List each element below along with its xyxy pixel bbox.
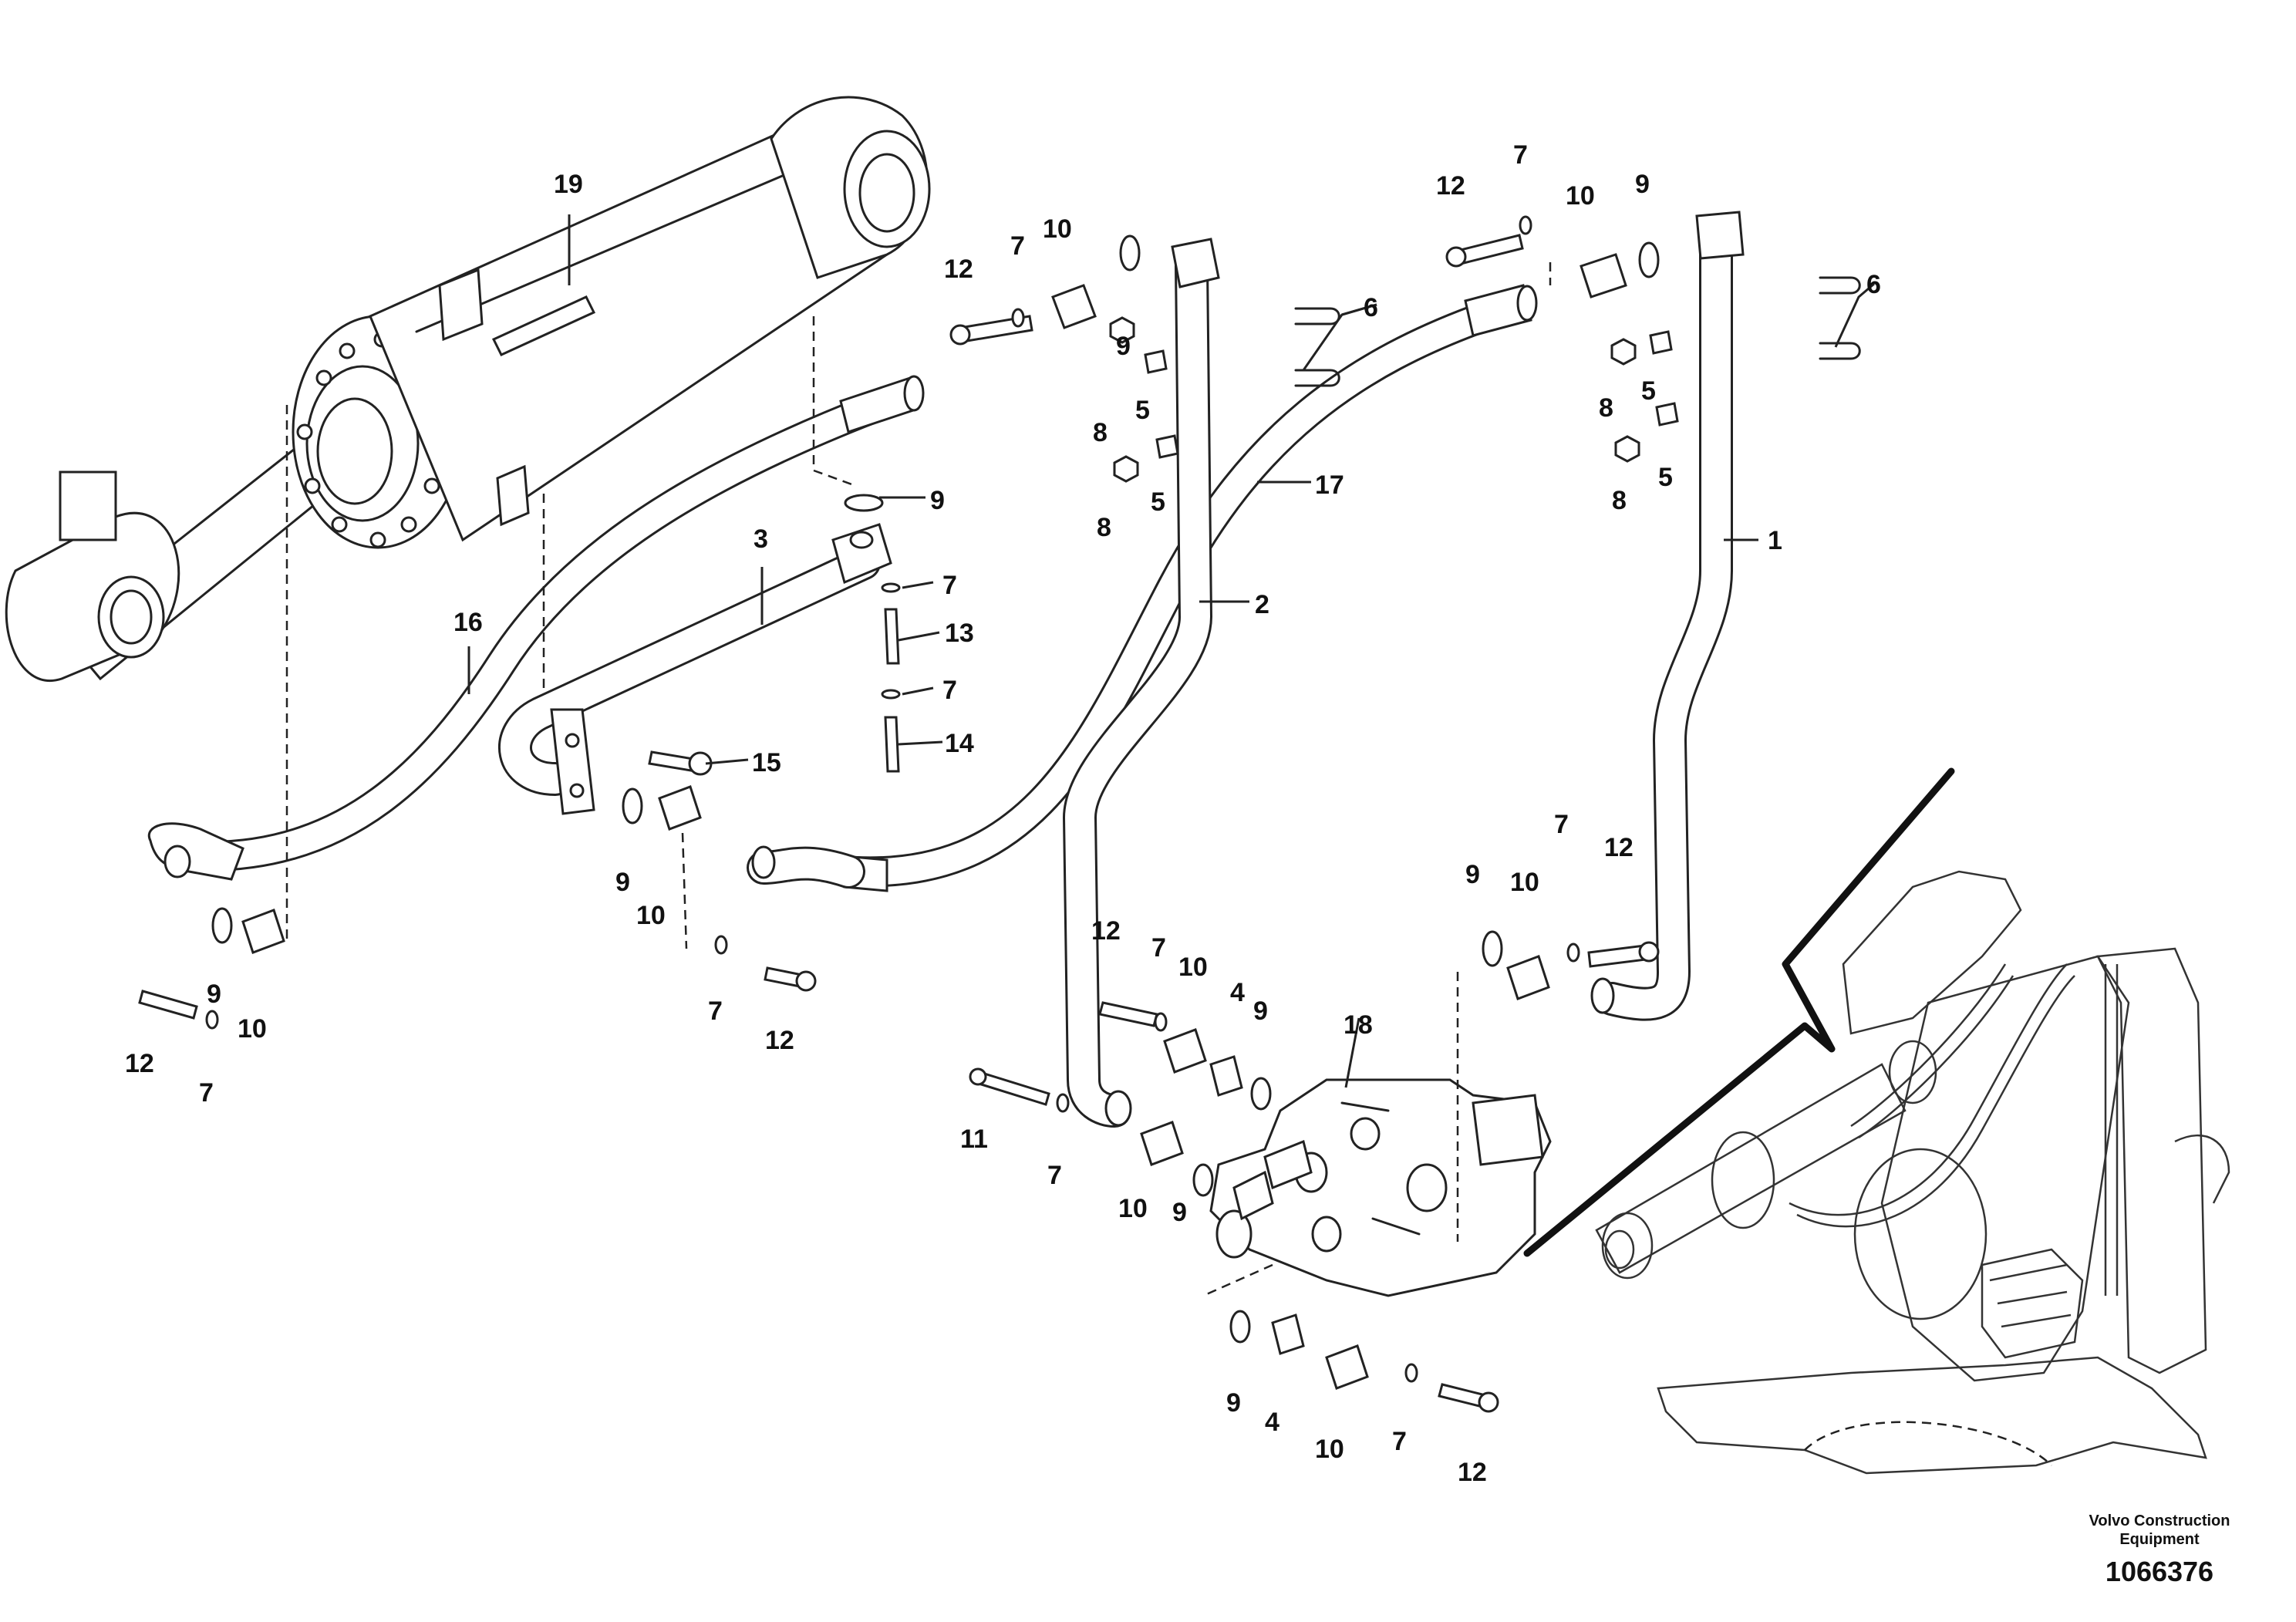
callout-7: 7 [1554, 810, 1569, 839]
callout-9: 9 [1635, 170, 1650, 199]
callout-17: 17 [1315, 470, 1344, 500]
callout-8: 8 [1093, 418, 1108, 447]
callout-9: 9 [1253, 996, 1268, 1026]
callout-4: 4 [1265, 1408, 1279, 1437]
callout-12: 12 [1458, 1458, 1487, 1487]
callout-7: 7 [1513, 140, 1528, 170]
callout-8: 8 [1612, 486, 1627, 515]
callout-9: 9 [930, 486, 945, 515]
callout-12: 12 [1436, 171, 1465, 201]
callout-14: 14 [945, 729, 974, 758]
hardware [138, 215, 1861, 1413]
drawing-number: 1066376 [2106, 1556, 2213, 1587]
callout-7: 7 [1010, 231, 1025, 261]
callout-10: 10 [636, 901, 666, 930]
callout-5: 5 [1135, 396, 1150, 425]
callout-2: 2 [1255, 590, 1269, 619]
locator-inset [1523, 767, 2230, 1475]
callout-8: 8 [1599, 393, 1613, 423]
valve-block-18 [1209, 1078, 1552, 1297]
callout-12: 12 [765, 1026, 794, 1055]
callout-10: 10 [1178, 953, 1208, 982]
callout-7: 7 [942, 571, 957, 600]
callout-13: 13 [945, 619, 974, 648]
callout-10: 10 [1566, 181, 1595, 211]
callout-9: 9 [615, 868, 630, 897]
assembly-lines [285, 262, 1552, 1297]
callout-9: 9 [1226, 1388, 1241, 1418]
callout-12: 12 [1091, 916, 1121, 946]
callout-10: 10 [1118, 1194, 1148, 1223]
callout-1: 1 [1768, 526, 1782, 555]
callout-11: 11 [960, 1125, 988, 1154]
callout-5: 5 [1641, 376, 1656, 406]
callout-6: 6 [1364, 293, 1378, 322]
manufacturer-line1: Volvo Construction [2089, 1512, 2230, 1529]
callout-9: 9 [1116, 332, 1131, 361]
tube-1 [1590, 211, 1745, 1021]
leader-lines [467, 214, 1875, 1088]
hydraulic-cylinder-19 [5, 96, 931, 682]
hose-16 [147, 375, 925, 881]
callout-10: 10 [1315, 1435, 1344, 1464]
callout-7: 7 [942, 676, 957, 705]
callout-12: 12 [944, 255, 973, 284]
callout-19: 19 [554, 170, 583, 199]
callout-15: 15 [752, 748, 781, 777]
callout-10: 10 [1043, 214, 1072, 244]
callout-7: 7 [1047, 1161, 1062, 1190]
callout-9: 9 [1465, 860, 1480, 889]
callout-10: 10 [1510, 868, 1539, 897]
callout-10: 10 [238, 1014, 267, 1044]
callout-8: 8 [1097, 513, 1111, 542]
callout-16: 16 [453, 608, 483, 637]
tube-2 [1063, 238, 1220, 1128]
callout-3: 3 [754, 524, 768, 554]
callout-labels: 19 16 3 9 7 13 7 14 15 9 10 7 12 9 10 12… [125, 140, 1881, 1487]
callout-5: 5 [1658, 463, 1673, 492]
callout-4: 4 [1230, 978, 1245, 1007]
tube-3 [498, 523, 892, 815]
callout-12: 12 [1604, 833, 1633, 862]
callout-12: 12 [125, 1049, 154, 1078]
callout-18: 18 [1344, 1010, 1373, 1040]
callout-9: 9 [1172, 1198, 1187, 1227]
callout-7: 7 [708, 996, 723, 1026]
callout-6: 6 [1866, 270, 1881, 299]
callout-7: 7 [1392, 1427, 1407, 1456]
callout-7: 7 [1151, 933, 1166, 963]
footer: Volvo Construction Equipment 1066376 [2089, 1512, 2230, 1587]
hose-17 [747, 284, 1538, 892]
callout-7: 7 [199, 1078, 214, 1108]
callout-9: 9 [207, 980, 221, 1009]
callout-5: 5 [1151, 487, 1165, 517]
manufacturer-line2: Equipment [2119, 1531, 2200, 1548]
